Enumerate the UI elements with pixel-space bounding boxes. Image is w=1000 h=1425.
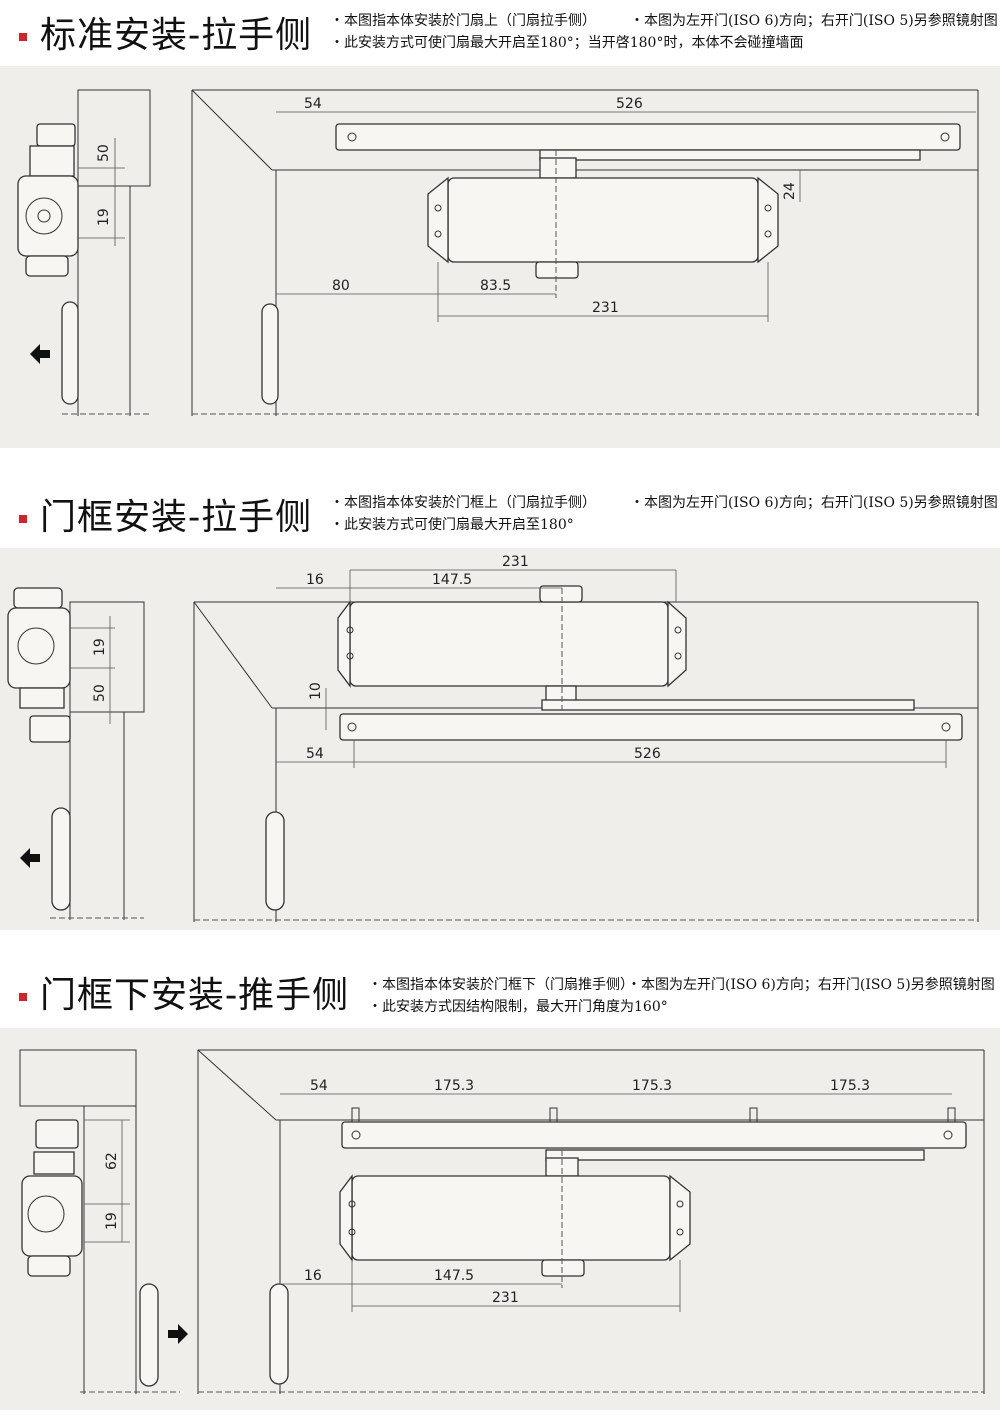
dim-label: 175.3 bbox=[830, 1078, 870, 1094]
dim-label: 16 bbox=[304, 1268, 322, 1284]
dim-label: 10 bbox=[308, 682, 324, 700]
note-text: ・本图指本体安装於门扇上（门扇拉手侧） bbox=[330, 13, 596, 29]
diagram-panel-3: 62 19 54 175.3 175 bbox=[0, 1028, 1000, 1410]
section-bullet bbox=[19, 993, 27, 1001]
dim-label: 526 bbox=[616, 96, 643, 112]
dim-label: 175.3 bbox=[632, 1078, 672, 1094]
note-text: ・此安装方式可使门扇最大开启至180° bbox=[330, 517, 574, 533]
section-2-header: 门框安装-拉手侧 ・本图指本体安装於门框上（门扇拉手侧） ・本图为左开门(ISO… bbox=[0, 492, 1000, 542]
dim-label: 54 bbox=[304, 96, 322, 112]
dim-label: 54 bbox=[310, 1078, 328, 1094]
section-title: 门框安装-拉手侧 bbox=[40, 497, 313, 538]
dim-label: 54 bbox=[306, 746, 324, 762]
dim-label: 231 bbox=[492, 1290, 519, 1306]
dim-label: 147.5 bbox=[432, 572, 472, 588]
section-3-header: 门框下安装-推手侧 ・本图指本体安装於门框下（门扇推手侧）・本图为左开门(ISO… bbox=[0, 970, 1000, 1020]
diagram-panel-2: 19 50 231 16 147.5 bbox=[0, 548, 1000, 930]
dim-label: 175.3 bbox=[434, 1078, 474, 1094]
section-1-header: 标准安装-拉手侧 ・本图指本体安装於门扇上（门扇拉手侧） ・本图为左开门(ISO… bbox=[0, 10, 1000, 60]
note-text: ・此安装方式可使门扇最大开启至180°；当开啓180°时，本体不会碰撞墙面 bbox=[330, 35, 804, 51]
dim-label: 19 bbox=[92, 638, 108, 656]
diagram-frame-install: 19 50 231 16 147.5 bbox=[7, 554, 979, 922]
note-text: ・本图指本体安装於门框上（门扇拉手侧） bbox=[330, 495, 596, 511]
dim-label: 19 bbox=[96, 208, 112, 226]
diagram-frame-underside-install: 62 19 54 175.3 175 bbox=[19, 1049, 985, 1394]
diagram-standard-install: 50 19 54 526 24 bbox=[17, 89, 979, 416]
dim-label: 62 bbox=[104, 1152, 120, 1170]
diagram-panel-1: 50 19 54 526 24 bbox=[0, 66, 1000, 448]
dim-label: 19 bbox=[104, 1212, 120, 1230]
dim-label: 24 bbox=[782, 182, 798, 200]
dim-label: 50 bbox=[96, 144, 112, 162]
note-text: ・本图为左开门(ISO 6)方向；右开门(ISO 5)另参照镜射图 bbox=[630, 495, 998, 511]
side-view: 62 19 bbox=[19, 1049, 188, 1394]
dim-label: 80 bbox=[332, 278, 350, 294]
dim-label: 50 bbox=[92, 684, 108, 702]
dim-label: 147.5 bbox=[434, 1268, 474, 1284]
side-view: 19 50 bbox=[7, 587, 145, 920]
section-bullet bbox=[19, 33, 27, 41]
top-view: 231 16 147.5 10 54 526 bbox=[193, 554, 979, 922]
top-view: 54 526 24 80 83.5 231 bbox=[191, 89, 979, 416]
arrow-left-icon bbox=[20, 848, 40, 868]
dim-label: 231 bbox=[502, 554, 529, 570]
dim-label: 83.5 bbox=[480, 278, 511, 294]
arrow-left-icon bbox=[30, 344, 50, 364]
dim-label: 16 bbox=[306, 572, 324, 588]
section-bullet bbox=[19, 515, 27, 523]
section-title: 标准安装-拉手侧 bbox=[40, 15, 313, 56]
note-text: ・本图为左开门(ISO 6)方向；右开门(ISO 5)另参照镜射图 bbox=[630, 13, 998, 29]
section-title: 门框下安装-推手侧 bbox=[40, 975, 350, 1016]
note-text: ・本图指本体安装於门框下（门扇推手侧）・本图为左开门(ISO 6)方向；右开门(… bbox=[368, 977, 995, 993]
top-view: 54 175.3 175.3 175.3 16 147.5 231 bbox=[197, 1049, 985, 1394]
side-view: 50 19 bbox=[17, 89, 151, 416]
dim-label: 526 bbox=[634, 746, 661, 762]
dim-label: 231 bbox=[592, 300, 619, 316]
arrow-right-icon bbox=[168, 1324, 188, 1344]
note-text: ・此安装方式因结构限制，最大开门角度为160° bbox=[368, 999, 668, 1015]
